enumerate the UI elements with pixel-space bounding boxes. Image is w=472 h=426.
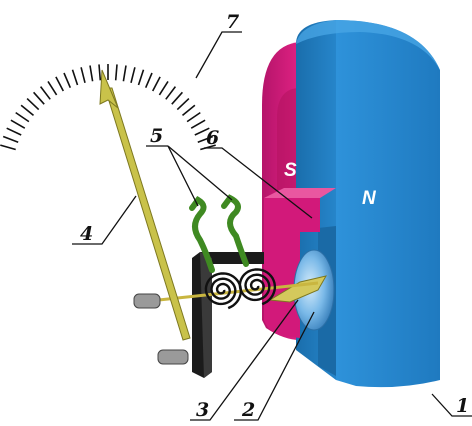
scale-tick [6,127,22,136]
scale-tick [197,135,214,143]
spiral-spring-right [238,268,277,306]
leader-5b [167,145,233,201]
scale-tick [171,91,183,105]
scale-tick [26,98,40,111]
spiral-springs [204,268,277,310]
leader-6 [204,147,313,219]
leader-3 [190,299,299,421]
pointer-arrowhead [99,69,119,109]
scale-tick [2,135,19,143]
lead-wire-right [221,194,249,267]
callout-3: 3 [196,399,209,421]
leader-1 [431,393,472,417]
scale-tick [151,76,161,92]
callout-4: 4 [80,223,93,245]
scale-tick [114,64,118,81]
scale-tick [137,69,145,86]
scale-tick [39,86,51,100]
scale-tick [122,65,127,82]
scale-tick [98,64,102,81]
scale-tick [80,67,86,83]
scale-tick [10,119,26,129]
scale-tick [158,80,169,96]
spring-bracket [192,252,264,378]
lead-wires [189,194,249,273]
scale-tick [0,144,16,151]
scale-tick [89,65,94,82]
leader-4 [72,195,137,245]
scale-tick [176,98,190,111]
lead-wire-left [189,196,215,273]
terminal-pin-upper [133,293,161,309]
leader-7 [195,31,242,79]
scale-tick [55,76,65,92]
scale-tick [144,72,153,89]
scale-tick [20,104,35,117]
scale-tick [200,144,216,151]
callout-2: 2 [241,399,255,421]
callout-1: 1 [456,395,469,417]
magnet-north-top [296,20,440,70]
magnet-north-front [336,20,440,388]
terminal-pins [133,293,189,365]
leader-2 [234,311,315,421]
south-pole-label: S [284,160,297,181]
callout-7: 7 [226,11,239,33]
south-pole-shoe-top [264,188,336,198]
scale-tick [47,80,58,96]
scale-tick [181,104,196,117]
scale-tick [71,69,79,86]
scale-tick [190,119,206,129]
scale-arc [0,64,216,151]
terminal-pin-lower [157,349,189,365]
callout-6: 6 [206,127,219,149]
leader-5a [167,145,199,207]
callout-5: 5 [150,125,163,147]
north-pole-label: N [362,188,377,209]
scale-tick [165,86,177,100]
scale-tick [33,91,45,105]
scale-tick [15,111,30,123]
callout-leaders [72,31,472,421]
pointer [99,69,191,341]
scale-tick [63,72,72,89]
south-pole-shoe [264,198,320,338]
permanent-magnet [262,20,440,388]
spiral-spring-left [204,272,243,310]
scale-tick [186,111,201,123]
magnet-inner-gap [277,88,300,190]
scale-tick [130,67,136,83]
scale-tick [194,127,210,136]
